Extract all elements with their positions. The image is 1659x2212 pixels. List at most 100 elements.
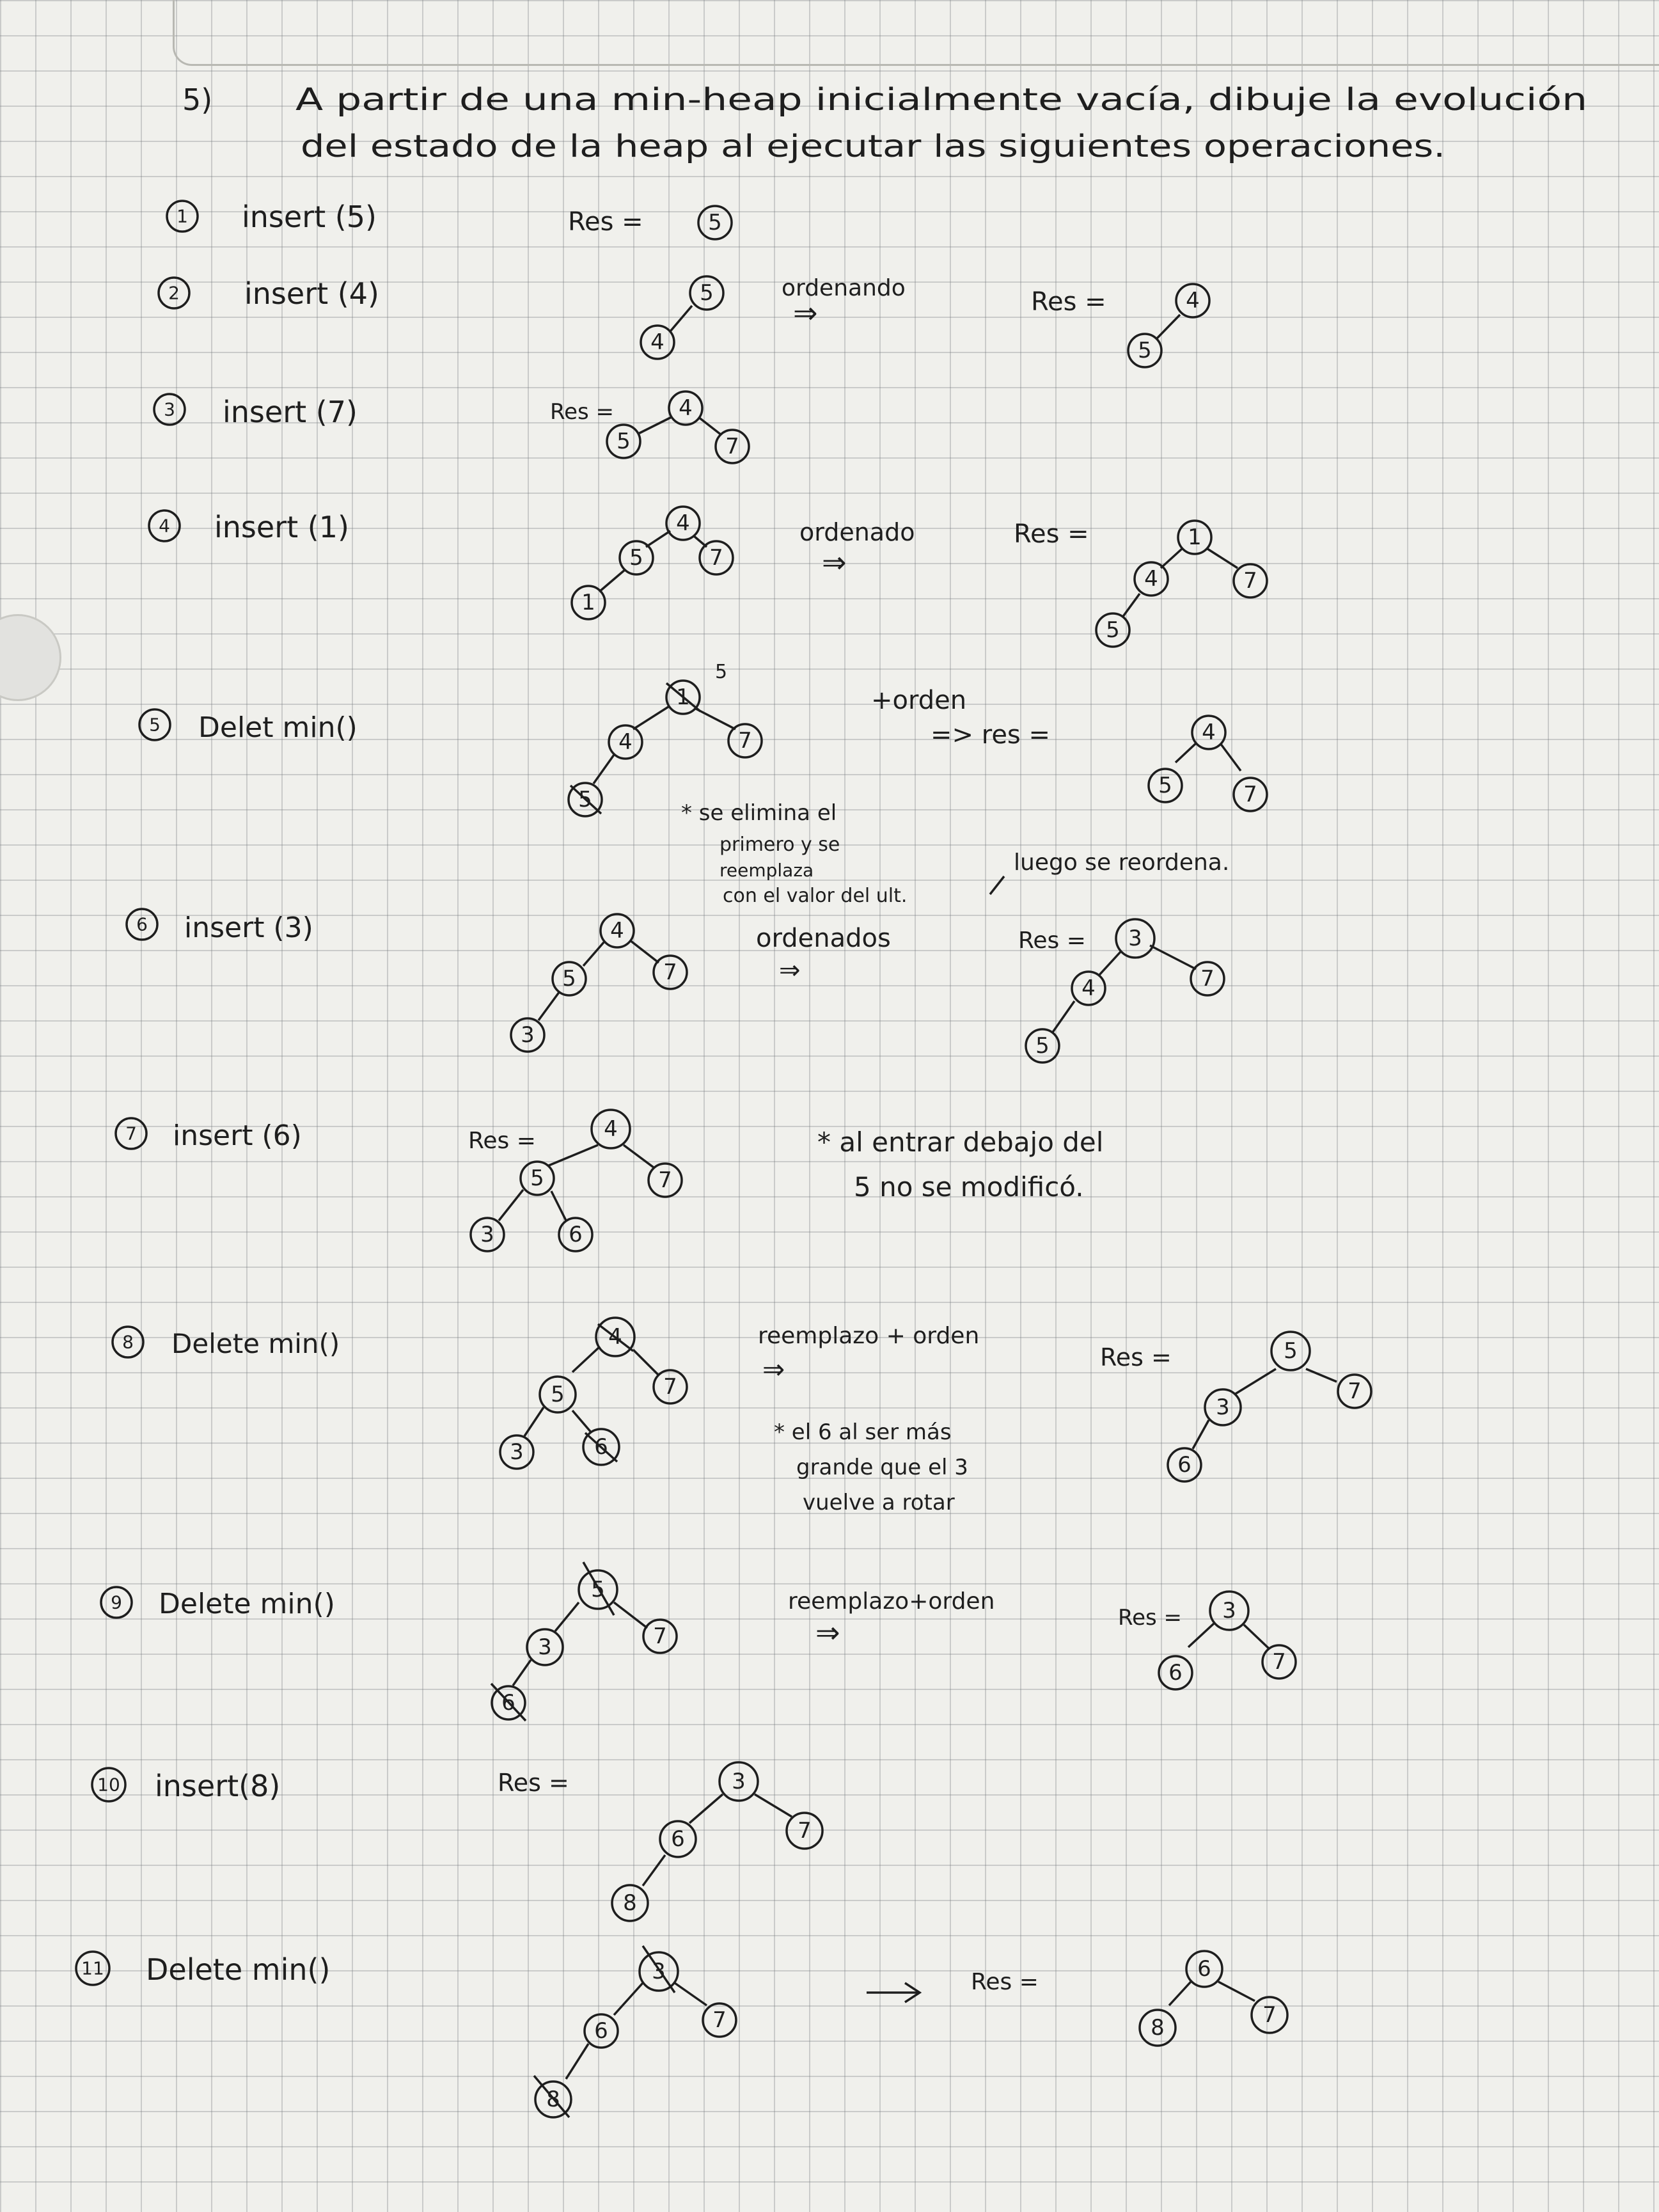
ordenado-label: ordenado bbox=[799, 518, 915, 546]
heap-node: 6 bbox=[1167, 1447, 1202, 1483]
res-label: Res = bbox=[1018, 928, 1086, 954]
note-8-line-3: vuelve a rotar bbox=[803, 1490, 955, 1515]
step-op: insert (4) bbox=[244, 276, 379, 311]
svg-text:5: 5 bbox=[617, 429, 631, 454]
problem-number: 5) bbox=[182, 83, 212, 117]
step-number: 1 bbox=[166, 200, 199, 233]
step-number: 4 bbox=[148, 509, 181, 542]
heap-node: 8 bbox=[1138, 2009, 1177, 2047]
svg-text:9: 9 bbox=[111, 1592, 122, 1613]
svg-text:6: 6 bbox=[569, 1222, 583, 1247]
note-7-line-2: 5 no se modificó. bbox=[854, 1171, 1084, 1203]
svg-text:8: 8 bbox=[1151, 2015, 1165, 2041]
reemplazo-orden-label: reemplazo + orden bbox=[758, 1323, 979, 1349]
res-label: Res = bbox=[1031, 287, 1106, 317]
step-6-label: 6 insert (3) bbox=[125, 908, 313, 944]
svg-text:5: 5 bbox=[700, 280, 714, 306]
heap-node: 7 bbox=[1232, 777, 1268, 812]
orden-res-label: => res = bbox=[931, 720, 1050, 750]
svg-text:4: 4 bbox=[1186, 288, 1200, 313]
heap-node: 5 bbox=[1127, 333, 1163, 368]
svg-text:7: 7 bbox=[658, 1167, 672, 1193]
res-label: Res = bbox=[1014, 519, 1089, 549]
svg-text:4: 4 bbox=[1202, 720, 1216, 745]
heap-node: 3 bbox=[1209, 1590, 1250, 1631]
heap-node-deleted: 3 bbox=[638, 1951, 679, 1992]
res-label: Res = bbox=[971, 1969, 1039, 1995]
svg-text:5: 5 bbox=[562, 966, 576, 991]
svg-text:5: 5 bbox=[708, 210, 722, 235]
svg-text:6: 6 bbox=[1177, 1452, 1191, 1478]
svg-text:5: 5 bbox=[1284, 1338, 1298, 1364]
svg-text:3: 3 bbox=[510, 1439, 524, 1465]
heap-node: 4 bbox=[665, 505, 701, 541]
svg-text:4: 4 bbox=[650, 329, 664, 355]
step-2-label: 2 insert (4) bbox=[157, 276, 379, 311]
step-op: Delete min() bbox=[171, 1328, 340, 1359]
heap-node: 8 bbox=[611, 1884, 649, 1922]
heap-node: 5 bbox=[606, 423, 641, 459]
res-label: Res = bbox=[550, 399, 614, 425]
step-number: 2 bbox=[157, 276, 191, 310]
svg-text:7: 7 bbox=[663, 1374, 677, 1400]
double-arrow: ⇒ bbox=[779, 956, 801, 985]
svg-text:7: 7 bbox=[1262, 2002, 1277, 2028]
res-label: Res = bbox=[468, 1128, 536, 1154]
svg-text:7: 7 bbox=[1200, 966, 1215, 991]
svg-text:7: 7 bbox=[709, 545, 723, 571]
heap-node: 4 bbox=[668, 390, 704, 426]
heap-node: 6 bbox=[1185, 1950, 1223, 1988]
step-op: insert (7) bbox=[223, 395, 358, 429]
heap-node: 1 bbox=[1177, 519, 1213, 555]
heap-node: 4 bbox=[608, 724, 643, 760]
svg-text:6: 6 bbox=[671, 1826, 685, 1852]
svg-text:4: 4 bbox=[1081, 976, 1096, 1001]
note-5-line-3: reemplaza bbox=[719, 860, 814, 881]
svg-text:8: 8 bbox=[122, 1332, 134, 1353]
heap-node: 5 bbox=[519, 1160, 555, 1196]
svg-text:4: 4 bbox=[618, 729, 633, 755]
svg-text:7: 7 bbox=[738, 728, 752, 754]
double-arrow: ⇒ bbox=[762, 1354, 785, 1385]
svg-text:7: 7 bbox=[663, 960, 677, 985]
heap-node: 7 bbox=[652, 1369, 688, 1405]
svg-text:1: 1 bbox=[177, 206, 188, 227]
svg-text:7: 7 bbox=[1272, 1649, 1286, 1675]
heap-node: 6 bbox=[583, 2013, 619, 2049]
double-arrow: ⇒ bbox=[793, 296, 818, 330]
heap-node: 7 bbox=[1261, 1644, 1297, 1680]
heap-node: 7 bbox=[702, 2002, 737, 2038]
step-10-label: 10 insert(8) bbox=[91, 1767, 280, 1803]
svg-text:4: 4 bbox=[1144, 566, 1158, 592]
svg-text:3: 3 bbox=[521, 1022, 535, 1048]
step-op: Delete min() bbox=[159, 1588, 335, 1620]
note-5-line-2: primero y se bbox=[719, 833, 840, 856]
svg-text:7: 7 bbox=[1348, 1379, 1362, 1404]
heap-node: 4 bbox=[1071, 970, 1106, 1006]
svg-text:6: 6 bbox=[594, 2018, 608, 2044]
heap-node: 7 bbox=[642, 1618, 678, 1654]
heap-node: 7 bbox=[785, 1812, 824, 1850]
previous-page-edge bbox=[173, 0, 1659, 66]
heap-node: 3 bbox=[510, 1017, 546, 1053]
double-arrow: ⇒ bbox=[822, 545, 847, 580]
heap-node: 7 bbox=[698, 540, 734, 576]
note-7-line-1: * al entrar debajo del bbox=[817, 1126, 1103, 1158]
svg-text:6: 6 bbox=[136, 914, 148, 935]
svg-text:7: 7 bbox=[1243, 782, 1257, 807]
svg-text:6: 6 bbox=[1168, 1660, 1183, 1686]
svg-text:3: 3 bbox=[164, 399, 175, 420]
step-4-label: 4 insert (1) bbox=[148, 509, 349, 544]
svg-text:5: 5 bbox=[551, 1382, 565, 1407]
step-number: 5 bbox=[138, 708, 171, 741]
heap-node: 7 bbox=[1337, 1373, 1372, 1409]
heap-node: 3 bbox=[499, 1434, 535, 1470]
svg-text:7: 7 bbox=[653, 1623, 667, 1649]
svg-text:3: 3 bbox=[1216, 1394, 1230, 1420]
svg-text:11: 11 bbox=[81, 1958, 104, 1979]
heap-node: 6 bbox=[659, 1820, 697, 1858]
svg-text:4: 4 bbox=[159, 516, 170, 537]
svg-text:3: 3 bbox=[1128, 926, 1142, 951]
svg-text:3: 3 bbox=[538, 1634, 552, 1660]
reemplazo-orden-label: reemplazo+orden bbox=[788, 1588, 995, 1615]
